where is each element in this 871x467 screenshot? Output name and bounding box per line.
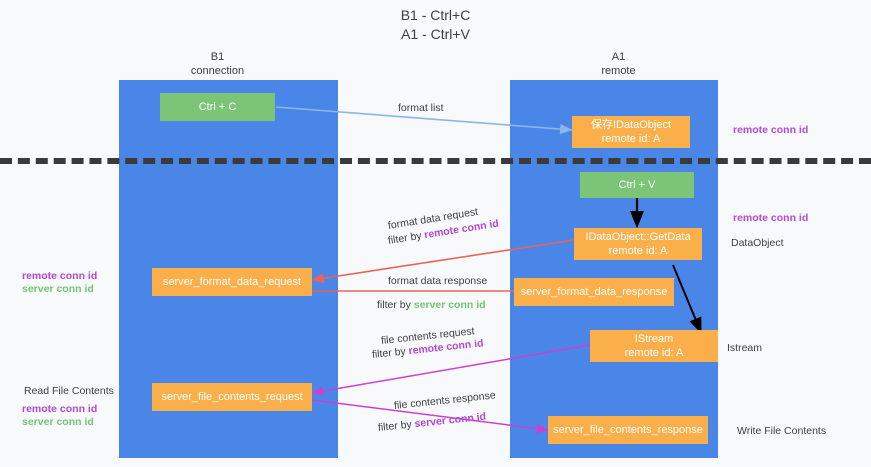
- side-label-dataobject: DataObject: [731, 237, 784, 249]
- filter-prefix: filter by: [377, 299, 414, 311]
- edge-label-format-list: format list: [398, 102, 444, 114]
- side-label-left-mid-server-conn-id: server conn id: [22, 283, 94, 295]
- filter-key-server-conn-id: server conn id: [413, 299, 486, 311]
- side-label-read-file-contents: Read File Contents: [24, 385, 114, 397]
- side-label-left-mid-remote-conn-id: remote conn id: [22, 270, 98, 282]
- edge-label-format-data-response: format data response: [388, 275, 488, 287]
- side-label-write-file-contents: Write File Contents: [737, 425, 827, 437]
- node-server-file-contents-request[interactable]: server_file_contents_request: [152, 383, 312, 411]
- node-ctrl-v[interactable]: Ctrl + V: [580, 172, 694, 198]
- side-label-left-low-remote-conn-id: remote conn id: [22, 403, 98, 415]
- filter-key-server-conn-id: server conn id: [413, 410, 487, 431]
- side-label-right-top-remote-conn-id: remote conn id: [733, 124, 809, 136]
- node-save-idataobject[interactable]: 保存IDataObject remote id: A: [572, 116, 690, 148]
- node-server-format-data-response[interactable]: server_format_data_response: [514, 278, 674, 306]
- edge-label-format-data-response-filter: filter by server conn id: [377, 298, 486, 312]
- node-ctrl-c[interactable]: Ctrl + C: [160, 93, 275, 121]
- side-label-right-mid-remote-conn-id: remote conn id: [733, 212, 809, 224]
- node-server-file-contents-response[interactable]: server_file_contents_response: [548, 416, 708, 444]
- filter-prefix: filter by: [377, 418, 416, 434]
- side-label-left-low-server-conn-id: server conn id: [22, 416, 94, 428]
- node-idataobject-getdata[interactable]: IDataObject::GetData remote id: A: [574, 228, 702, 260]
- column-header-a1: A1 remote: [601, 51, 636, 77]
- node-istream[interactable]: IStream remote id: A: [590, 330, 718, 362]
- node-server-format-data-request[interactable]: server_format_data_request: [152, 268, 312, 296]
- page-title: B1 - Ctrl+C A1 - Ctrl+V: [400, 7, 471, 42]
- edge-label-file-contents-response-filter: filter by server conn id: [377, 410, 486, 435]
- filter-prefix: filter by: [371, 345, 410, 361]
- section-divider: [0, 158, 871, 164]
- side-label-istream: Istream: [727, 342, 763, 354]
- column-header-b1: B1 connection: [190, 51, 245, 77]
